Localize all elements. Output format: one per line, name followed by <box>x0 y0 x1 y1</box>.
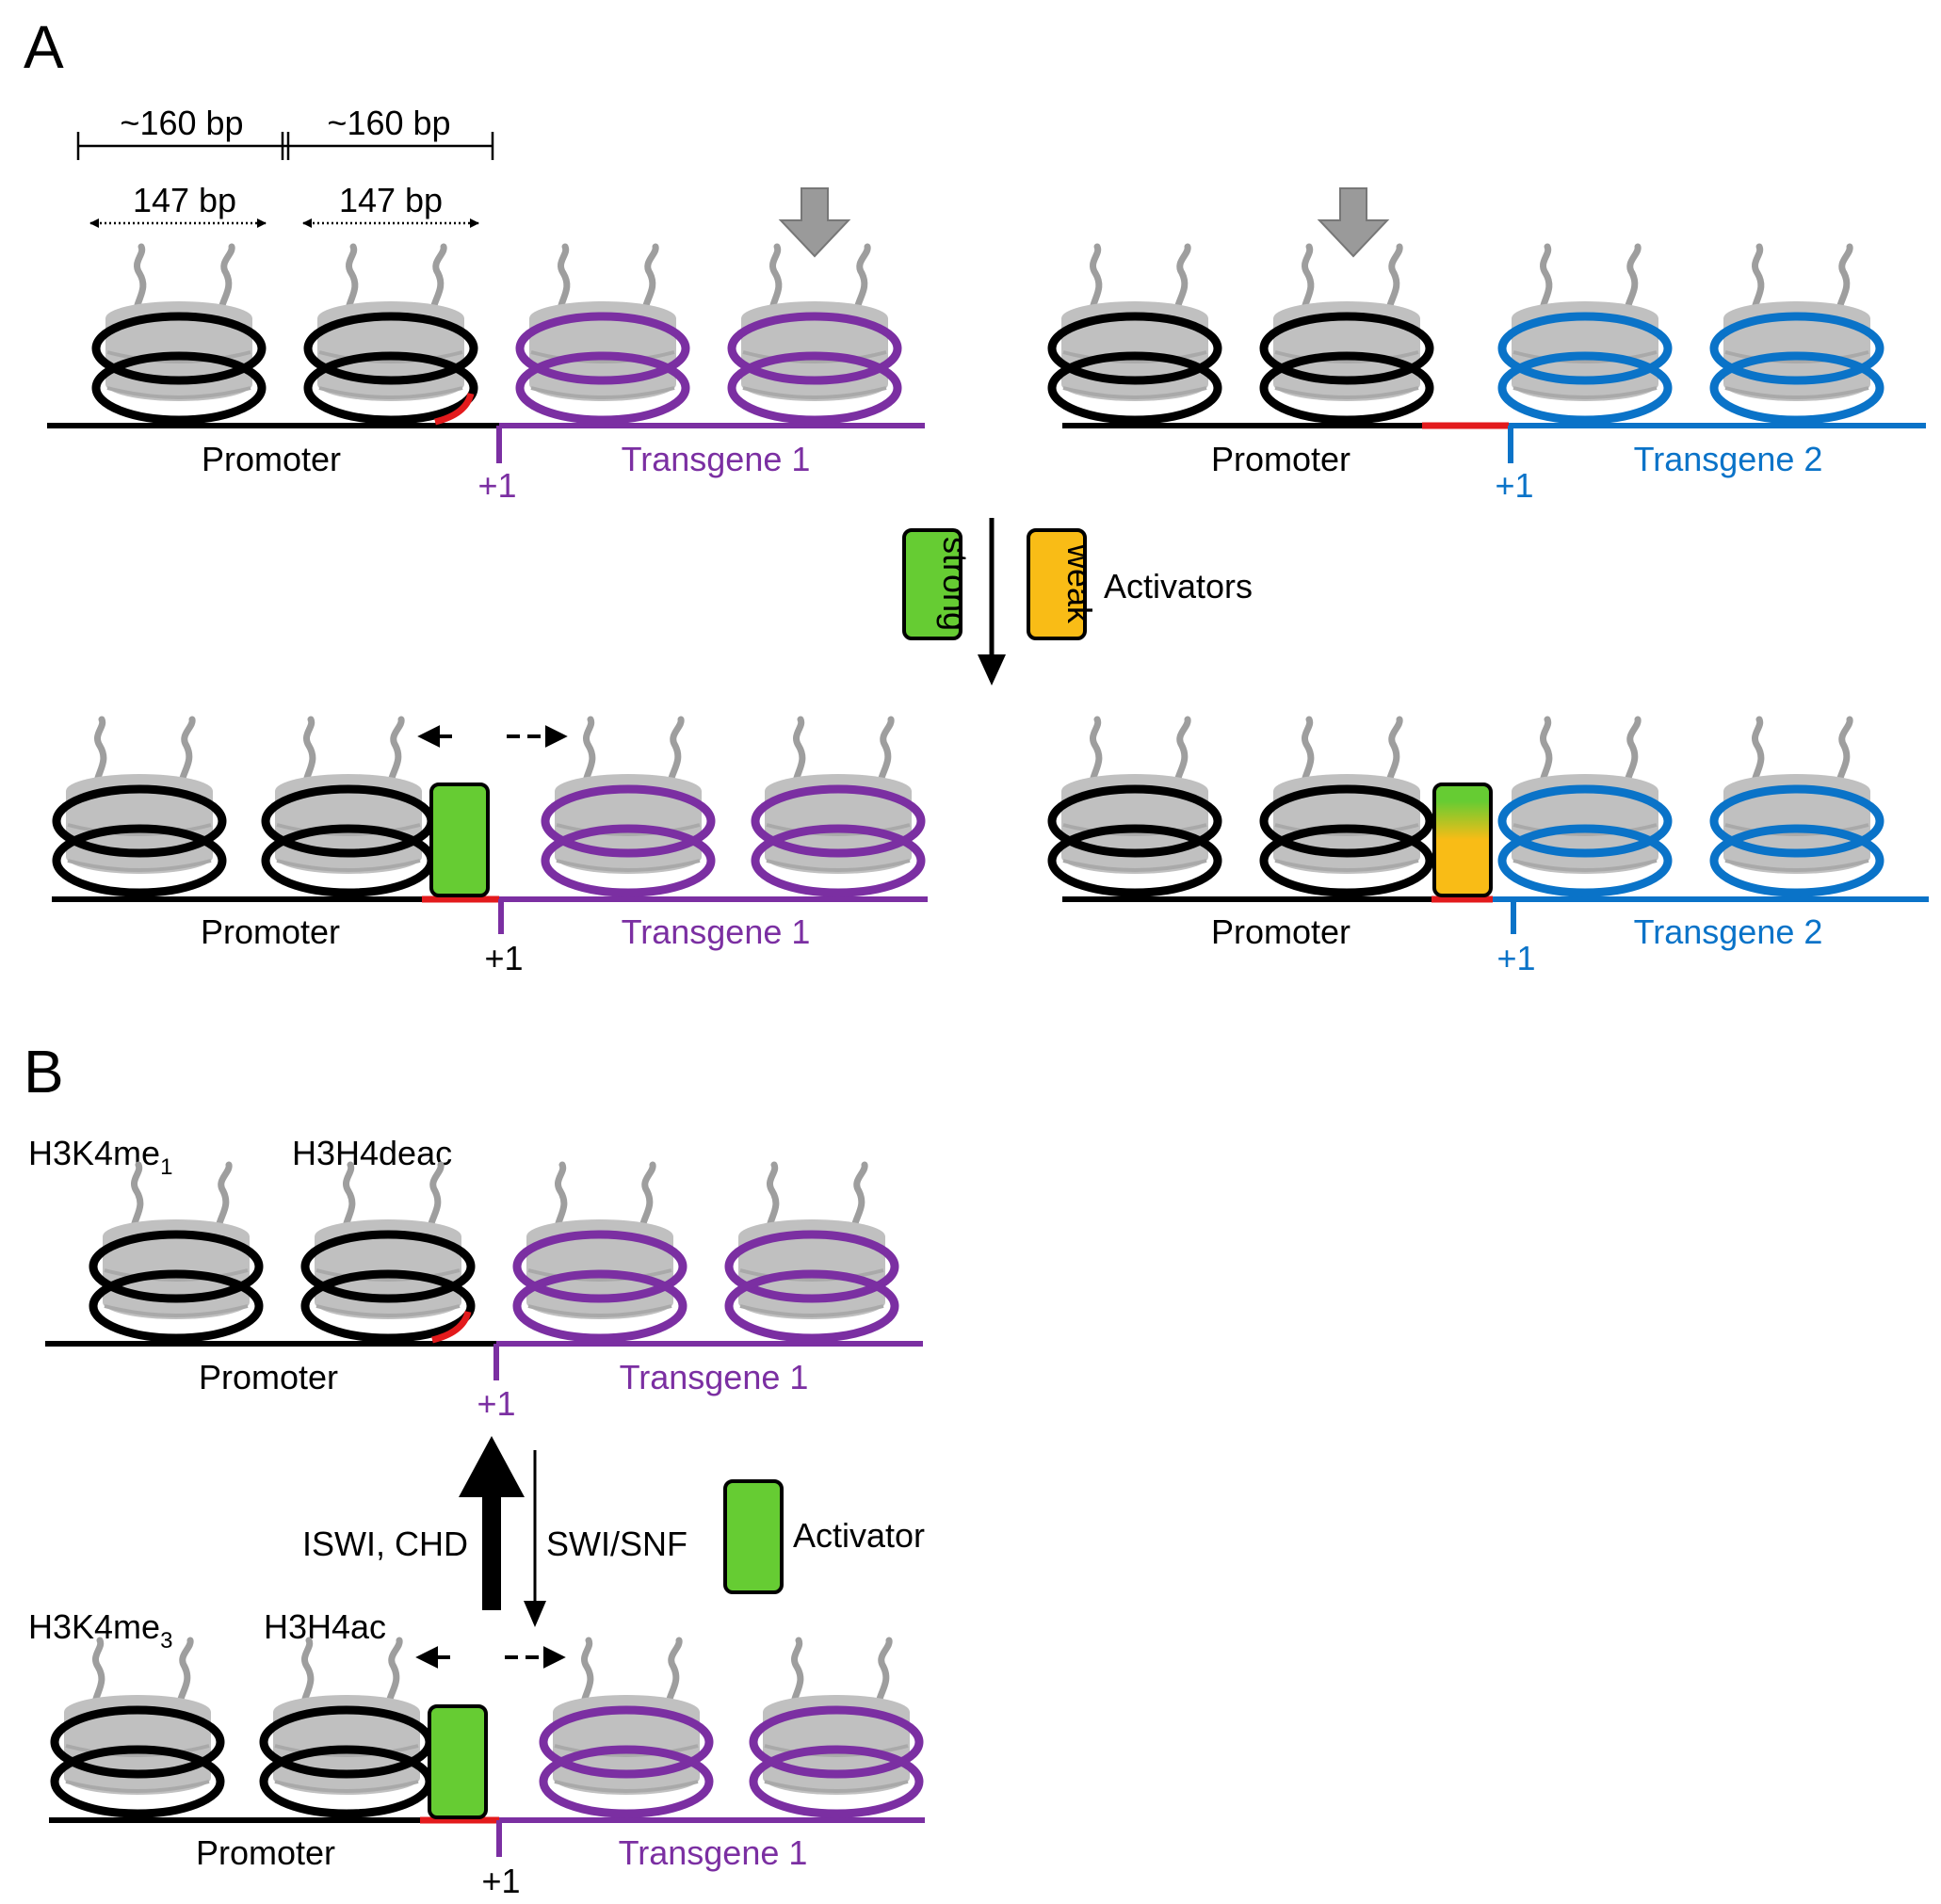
nucleosome-black <box>1047 243 1222 425</box>
gray-down-arrow <box>1317 187 1390 258</box>
linker-red-curve <box>431 1310 472 1344</box>
promoter-label: Promoter <box>196 1833 335 1872</box>
plus-one-label: +1 <box>477 466 516 505</box>
iswi-chd-up-arrow <box>459 1436 525 1610</box>
plus-one-label: +1 <box>481 1862 520 1900</box>
nucleosome-black <box>303 243 478 425</box>
iswi-chd-label: ISWI, CHD <box>302 1525 468 1563</box>
linker-red-curve <box>434 392 475 426</box>
mark-h3k4me1: H3K4me1 <box>28 1134 172 1180</box>
transgene-2-label: Transgene 2 <box>1634 440 1823 478</box>
row-a1-transgene1 <box>47 187 925 463</box>
plus-one-label: +1 <box>477 1384 515 1423</box>
nucleosome-black <box>1259 716 1434 897</box>
strong-activator-box <box>902 528 962 640</box>
nucleosome-black <box>89 1161 264 1343</box>
transgene-1-label: Transgene 1 <box>620 1358 809 1396</box>
row-b1-transgene1 <box>45 1161 923 1380</box>
mark-h3h4deac: H3H4deac <box>292 1134 452 1172</box>
transition-arrow <box>978 518 1006 686</box>
weak-activator-label: weak <box>1060 543 1099 624</box>
nucleosome-purple <box>727 243 902 425</box>
nucleosome-black <box>300 1161 476 1343</box>
nucleosome-black <box>259 1637 434 1818</box>
bound-activator <box>429 783 490 897</box>
spacing-label-1: ~160 bp <box>120 104 243 142</box>
plus-one-label: +1 <box>1495 466 1533 505</box>
nucleosome-purple <box>749 1637 924 1818</box>
transgene-1-label: Transgene 1 <box>622 912 811 951</box>
nucleosome-black <box>1259 243 1434 425</box>
nucleosome-purple <box>751 716 926 897</box>
core-label-2: 147 bp <box>339 181 443 219</box>
mark-h3h4ac: H3H4ac <box>264 1607 386 1646</box>
nucleosome-purple <box>541 716 716 897</box>
spacing-bracket <box>76 132 494 160</box>
bound-activator <box>428 1704 488 1819</box>
strong-activator-label: strong <box>936 537 975 631</box>
mark-h3k4me3: H3K4me3 <box>28 1607 172 1654</box>
nucleosome-black <box>91 243 267 425</box>
weak-activator-box <box>1027 528 1087 640</box>
nucleosome-purple <box>724 1161 899 1343</box>
promoter-label: Promoter <box>1211 440 1351 478</box>
transgene-1-label: Transgene 1 <box>619 1833 808 1872</box>
nucleosome-purple <box>512 1161 687 1343</box>
swi-snf-down-arrow <box>524 1450 546 1627</box>
nucleosome-purple <box>515 243 690 425</box>
swi-snf-label: SWI/SNF <box>546 1525 687 1563</box>
promoter-label: Promoter <box>1211 912 1351 951</box>
nucleosome-black <box>1047 716 1222 897</box>
row-a2-transgene2 <box>1047 716 1929 934</box>
bound-activator-mixed <box>1432 783 1493 897</box>
nucleosome-blue <box>1709 243 1884 425</box>
nucleosome-blue <box>1497 243 1673 425</box>
row-a1-transgene2 <box>1047 187 1926 463</box>
spacing-label-2: ~160 bp <box>327 104 450 142</box>
core-label-1: 147 bp <box>133 181 236 219</box>
transgene-2-label: Transgene 2 <box>1634 912 1823 951</box>
promoter-label: Promoter <box>202 440 341 478</box>
panel-b-label: B <box>24 1038 64 1105</box>
activator-legend-box <box>723 1479 784 1594</box>
nucleosome-black <box>261 716 436 897</box>
activator-label: Activator <box>793 1516 925 1555</box>
gray-down-arrow <box>778 187 851 258</box>
nucleosome-blue <box>1497 716 1673 897</box>
row-a2-transgene1 <box>52 716 928 934</box>
promoter-label: Promoter <box>201 912 340 951</box>
plus-one-label: +1 <box>1496 939 1535 977</box>
panel-a-label: A <box>24 13 64 81</box>
nucleosome-blue <box>1709 716 1884 897</box>
nucleosome-black <box>52 716 227 897</box>
plus-one-label: +1 <box>484 939 523 977</box>
nucleosome-purple <box>539 1637 714 1818</box>
row-b2-transgene1 <box>49 1637 925 1857</box>
transgene-1-label: Transgene 1 <box>622 440 811 478</box>
nucleosome-black <box>50 1637 225 1818</box>
activators-label: Activators <box>1104 567 1253 605</box>
promoter-label: Promoter <box>199 1358 338 1396</box>
